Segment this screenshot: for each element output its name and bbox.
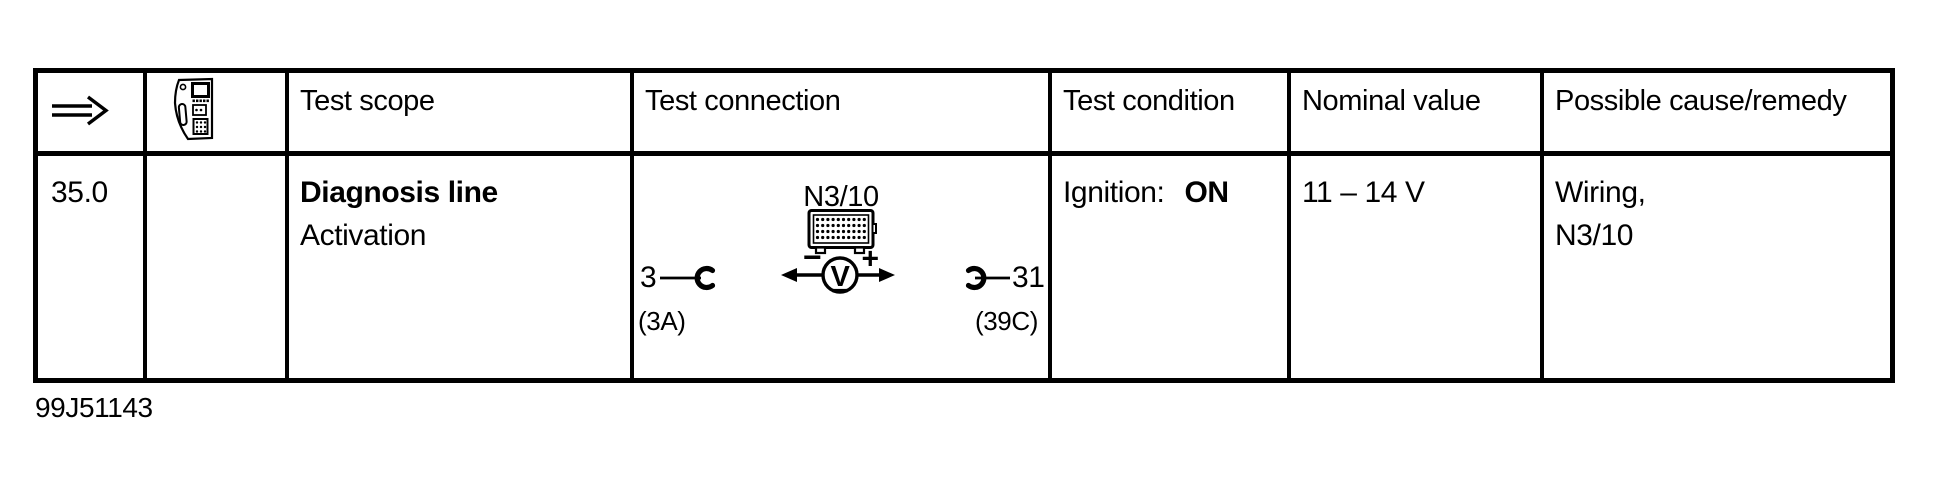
header-cell-tester: [147, 73, 289, 156]
test-scope-title: Diagnosis line: [300, 176, 498, 209]
doc-number: 99J51143: [35, 392, 153, 423]
hand-held-tester-icon: [173, 77, 214, 141]
cell-tester-empty: [147, 156, 289, 378]
col-header-nominal-value: Nominal value: [1302, 85, 1481, 117]
test-scope-subtitle: Activation: [300, 219, 427, 252]
condition-label: Ignition:: [1063, 176, 1165, 209]
header-cell-test-connection: Test connection: [634, 73, 1052, 156]
cell-test-connection: N3/10 3: [634, 156, 1052, 378]
diagnostic-test-table: Test scope Test connection Test conditio…: [33, 68, 1895, 383]
nominal-value: 11 – 14 V: [1302, 176, 1425, 209]
header-cell-step-indicator: [38, 73, 147, 156]
header-cell-possible-cause: Possible cause/remedy: [1544, 73, 1890, 156]
col-header-test-scope: Test scope: [300, 85, 435, 117]
possible-cause-line-1: Wiring,: [1555, 176, 1646, 209]
socket-right-label: (39C): [974, 306, 1038, 336]
col-header-possible-cause: Possible cause/remedy: [1555, 85, 1847, 117]
socket-left-icon: [660, 265, 716, 291]
header-cell-test-condition: Test condition: [1052, 73, 1291, 156]
possible-cause-line-2: N3/10: [1555, 219, 1634, 252]
meter-minus-sign: −: [803, 244, 821, 275]
cell-nominal-value: 11 – 14 V: [1291, 156, 1544, 378]
double-arrow-right-icon: [52, 95, 109, 126]
socket-right-icon: [965, 265, 1010, 291]
voltmeter-icon: − + V: [781, 244, 895, 294]
col-header-test-connection: Test connection: [645, 85, 841, 117]
connector-pin-dots: [815, 217, 866, 240]
cell-step-number: 35.0: [38, 156, 147, 378]
cell-possible-cause: Wiring, N3/10: [1544, 156, 1890, 378]
cell-test-scope: Diagnosis line Activation: [289, 156, 634, 378]
meter-plus-sign: +: [861, 244, 878, 276]
header-cell-test-scope: Test scope: [289, 73, 634, 156]
socket-left-label: (3A): [638, 306, 686, 336]
pin-left-label: 3: [640, 261, 657, 294]
header-cell-nominal-value: Nominal value: [1291, 73, 1544, 156]
cell-test-condition: Ignition: ON: [1052, 156, 1291, 378]
condition-value: ON: [1184, 176, 1229, 209]
voltmeter-symbol: V: [831, 261, 851, 293]
col-header-test-condition: Test condition: [1063, 85, 1235, 117]
pin-right-label: 31: [1012, 261, 1045, 294]
multipin-connector-icon: [807, 209, 877, 255]
component-label: N3/10: [803, 181, 879, 213]
step-number: 35.0: [51, 176, 108, 209]
